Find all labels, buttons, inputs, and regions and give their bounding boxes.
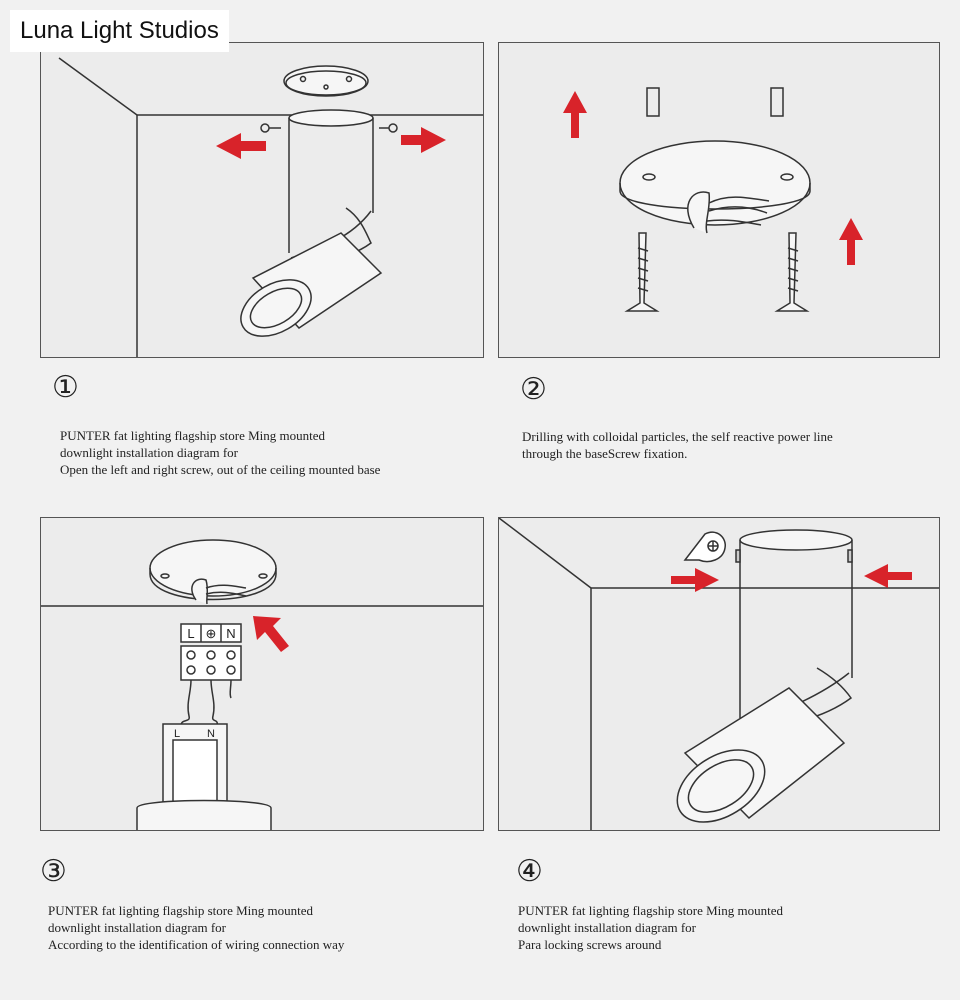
diagram-panel-2 — [498, 42, 940, 358]
terminal-label: N — [207, 728, 215, 740]
diagram-panel-3: L ⊕ N L N — [40, 517, 484, 831]
step-number-3: ③ — [40, 854, 67, 889]
step3-illustration: L ⊕ N L N — [41, 539, 483, 830]
step-number-2: ② — [520, 372, 547, 407]
step1-illustration — [58, 57, 483, 357]
arrow-icon — [216, 127, 446, 159]
step2-illustration — [563, 87, 863, 312]
terminal-label: L — [187, 626, 194, 641]
arrow-icon — [563, 91, 863, 265]
diagram-panel-1 — [40, 42, 484, 358]
terminal-label: N — [226, 626, 235, 641]
step-number-1: ① — [52, 370, 79, 405]
arrow-icon — [671, 564, 912, 592]
step-number-4: ④ — [516, 854, 543, 889]
step-caption-3: PUNTER fat lighting flagship store Ming … — [48, 903, 345, 952]
step-caption-1: PUNTER fat lighting flagship store Ming … — [60, 428, 381, 477]
step-caption-4: PUNTER fat lighting flagship store Ming … — [518, 903, 784, 952]
brand-label: Luna Light Studios — [10, 10, 229, 52]
step4-illustration — [499, 518, 939, 830]
terminal-label: ⊕ — [206, 626, 217, 641]
terminal-label: L — [174, 728, 180, 740]
step-caption-2: Drilling with colloidal particles, the s… — [522, 429, 833, 461]
diagram-panel-4 — [498, 517, 940, 831]
arrow-icon — [253, 616, 289, 652]
